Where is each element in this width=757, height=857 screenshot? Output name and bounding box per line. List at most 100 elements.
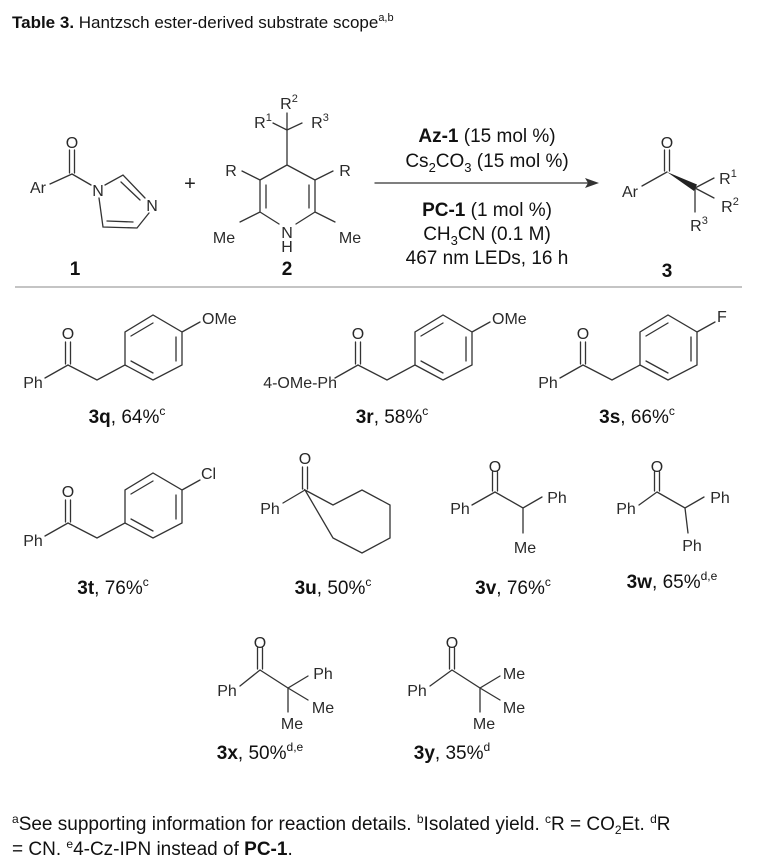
atom-cl: Cl	[201, 466, 216, 483]
structure-bonds	[282, 466, 391, 554]
yield-label: 3x, 50%d,e	[217, 740, 304, 764]
group-me: Me	[312, 700, 334, 717]
condition-solvent: CH3CN (0.1 M)	[423, 224, 551, 248]
table-number: Table 3.	[12, 13, 74, 32]
footnote-line-1: aSee supporting information for reaction…	[12, 812, 671, 837]
substituent-r3: R3	[690, 215, 708, 235]
reactant-2-bonds	[239, 112, 336, 225]
wedge-bond	[667, 172, 697, 191]
yield-label: 3s, 66%c	[599, 404, 675, 428]
yield-label: 3w, 65%d,e	[627, 569, 718, 593]
yield-label: 3q, 64%c	[89, 404, 166, 428]
group-ph-alpha: Ph	[313, 666, 333, 683]
yield-label: 3y, 35%d	[414, 740, 490, 764]
footnote-line-2: = CN. e4-Cz-IPN instead of PC-1.	[12, 837, 293, 857]
title-footnote-marks: a,b	[378, 12, 393, 24]
group-me: Me	[514, 540, 536, 557]
structure-bonds	[239, 647, 309, 713]
group-ome: OMe	[492, 311, 527, 328]
atom-o: O	[446, 635, 458, 652]
compound-3s: Ph O F 3s, 66%c	[538, 309, 727, 428]
atom-o: O	[299, 451, 311, 468]
compound-3y: Ph O Me Me Me 3y, 35%d	[407, 635, 525, 764]
group-me-2: Me	[503, 700, 525, 717]
group-me-2: Me	[281, 716, 303, 733]
plus-sign: +	[184, 173, 196, 195]
atom-o: O	[489, 459, 501, 476]
atom-n1: N	[92, 183, 104, 200]
atom-o: O	[62, 484, 74, 501]
compound-3t: Ph O Cl 3t, 76%c	[23, 466, 216, 599]
group-ph-alpha: Ph	[710, 490, 730, 507]
reactant-1-acyl-imidazole: O Ar N N 1	[30, 135, 158, 280]
methyl-left: Me	[213, 230, 235, 247]
table-title: Table 3. Hantzsch ester-derived substrat…	[12, 12, 394, 32]
substituent-r1: R1	[254, 112, 272, 132]
compound-3q: Ph O OMe 3q, 64%c	[23, 311, 237, 428]
atom-o: O	[577, 326, 589, 343]
compound-3r: 4-OMe-Ph O OMe 3r, 58%c	[263, 311, 527, 428]
group-ph: Ph	[217, 683, 237, 700]
structure-bonds	[429, 647, 501, 713]
atom-o: O	[651, 459, 663, 476]
group-me: Me	[503, 666, 525, 683]
methyl-right: Me	[339, 230, 361, 247]
reactant-2-hantzsch-ester: R1 R2 R3 R R N H Me Me 2	[213, 93, 361, 280]
group-4-ome-ph: 4-OMe-Ph	[263, 375, 337, 392]
atom-ar: Ar	[30, 180, 47, 197]
group-ph-alpha-2: Ph	[682, 538, 702, 555]
group-ph: Ph	[23, 533, 43, 550]
group-ph: Ph	[23, 375, 43, 392]
structure-bonds	[638, 471, 705, 534]
atom-h: H	[281, 239, 293, 256]
product-bonds	[641, 149, 715, 213]
group-ph: Ph	[260, 501, 280, 518]
compound-3v: Ph O Ph Me 3v, 76%c	[450, 459, 567, 599]
atom-o: O	[62, 326, 74, 343]
compound-label-2: 2	[282, 259, 293, 280]
structure-bonds	[44, 472, 201, 539]
group-ph: Ph	[538, 375, 558, 392]
condition-catalyst: Az-1 (15 mol %)	[418, 126, 555, 147]
substituent-r1: R1	[719, 168, 737, 188]
condition-photocatalyst: PC-1 (1 mol %)	[422, 200, 552, 221]
group-ph-alpha: Ph	[547, 490, 567, 507]
atom-o: O	[66, 135, 78, 152]
substituent-r2: R2	[280, 93, 298, 113]
substituent-r-right: R	[339, 163, 351, 180]
product-3-ketone: O Ar R1 R2 R3 3	[622, 135, 739, 282]
compound-label-1: 1	[70, 259, 81, 280]
group-me-3: Me	[473, 716, 495, 733]
substituent-r2: R2	[721, 196, 739, 216]
atom-f: F	[717, 309, 727, 326]
yield-label: 3t, 76%c	[77, 575, 149, 599]
atom-ar: Ar	[622, 184, 639, 201]
group-ph: Ph	[407, 683, 427, 700]
compound-3x: Ph O Ph Me Me 3x, 50%d,e	[217, 635, 334, 764]
atom-o: O	[254, 635, 266, 652]
condition-base: Cs2CO3 (15 mol %)	[405, 151, 568, 175]
atom-o: O	[352, 326, 364, 343]
reactant-1-bonds	[49, 149, 150, 229]
table-caption: Hantzsch ester-derived substrate scope	[74, 13, 378, 32]
atom-o: O	[661, 135, 673, 152]
yield-label: 3v, 76%c	[475, 575, 551, 599]
structure-bonds	[44, 314, 201, 381]
structure-bonds	[471, 471, 543, 534]
structure-bonds	[559, 314, 716, 381]
atom-n3: N	[146, 198, 158, 215]
yield-label: 3u, 50%c	[295, 575, 372, 599]
compound-3w: Ph O Ph Ph 3w, 65%d,e	[616, 459, 730, 593]
group-ph: Ph	[616, 501, 636, 518]
structure-bonds	[334, 314, 491, 381]
substituent-r3: R3	[311, 112, 329, 132]
reaction-arrow	[374, 178, 599, 188]
yield-label: 3r, 58%c	[356, 404, 429, 428]
condition-light: 467 nm LEDs, 16 h	[406, 248, 569, 269]
group-ph: Ph	[450, 501, 470, 518]
compound-label-3: 3	[662, 261, 673, 282]
substituent-r-left: R	[225, 163, 237, 180]
atom-n: N	[281, 225, 293, 242]
reaction-conditions: Az-1 (15 mol %) Cs2CO3 (15 mol %) PC-1 (…	[405, 126, 568, 269]
